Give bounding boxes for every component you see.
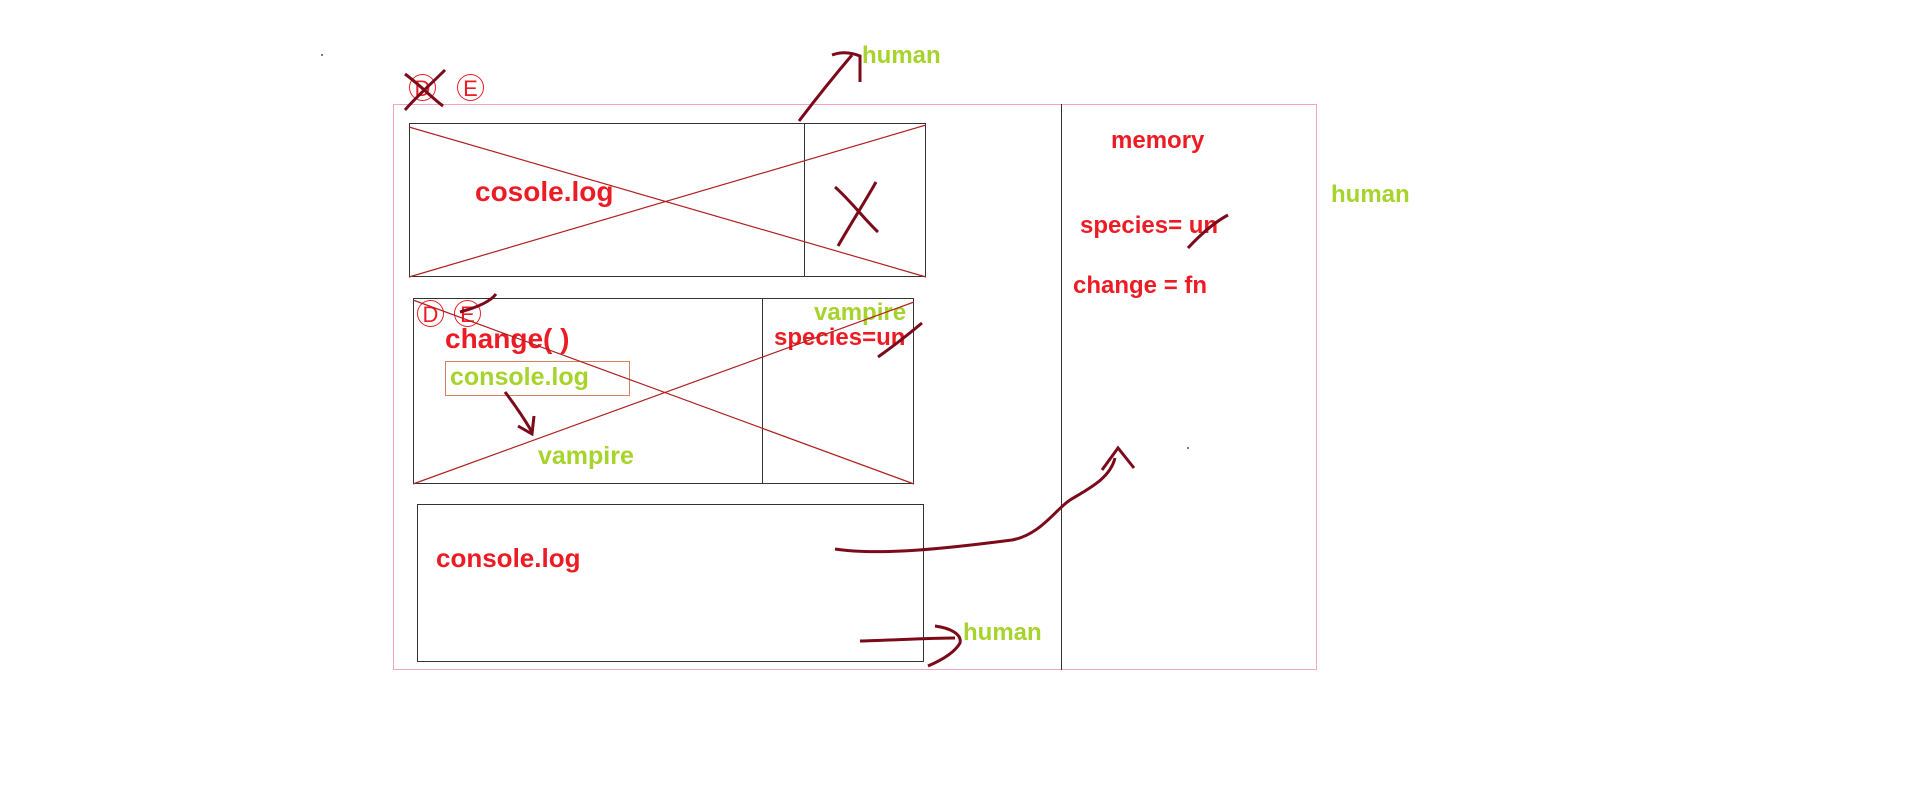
context-box-3 xyxy=(417,504,924,662)
memory-change-entry: change = fn xyxy=(1073,272,1208,299)
context-box-1-divider xyxy=(804,123,805,277)
ctx2-change-call: change( ) xyxy=(445,323,570,354)
human-label-top: human xyxy=(862,42,941,69)
memory-heading: memory xyxy=(1111,127,1205,154)
context-box-2-divider xyxy=(762,298,763,484)
human-label-right: human xyxy=(1331,181,1410,208)
arrow-ctx1-head xyxy=(831,51,862,82)
ctx2-species-memory: species=un xyxy=(774,324,906,351)
stray-dot-1 xyxy=(321,54,323,56)
ctx1-console-log: cosole.log xyxy=(475,176,614,207)
ctx3-console-log: console.log xyxy=(436,543,581,573)
human-label-bottom: human xyxy=(963,619,1042,646)
ctx2-vampire-output: vampire xyxy=(538,442,634,470)
global-execution-context-frame xyxy=(393,104,1317,670)
ctx2-vampire-memory: vampire xyxy=(814,299,907,326)
circle-e-outer: E xyxy=(457,74,484,101)
ctx2-console-log: console.log xyxy=(450,363,589,391)
circle-d-inner: D xyxy=(417,300,444,327)
memory-species-entry: species= un xyxy=(1080,212,1219,239)
memory-divider xyxy=(1061,104,1062,670)
circle-d-outer: D xyxy=(409,74,436,101)
